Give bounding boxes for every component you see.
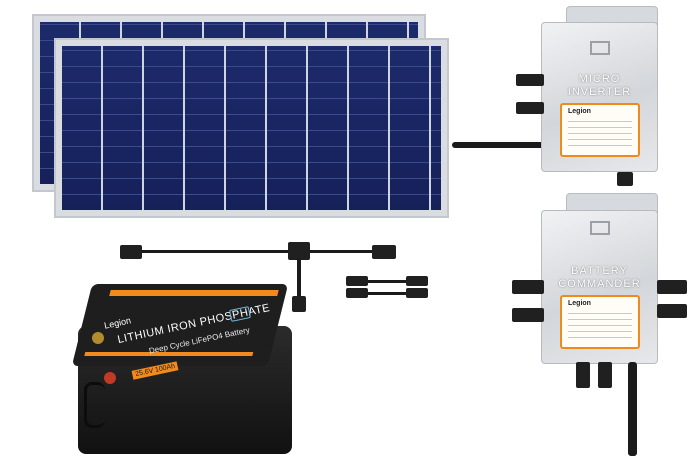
negative-terminal-icon — [104, 372, 116, 384]
t-branch-cable — [128, 250, 394, 253]
vent-icon — [590, 221, 610, 235]
mc4-connector — [346, 288, 368, 298]
battery-accent-band — [109, 290, 279, 296]
device-title-line1: MICRO — [578, 73, 621, 85]
solar-panel-front — [54, 38, 449, 218]
mc4-connector-right — [657, 280, 687, 294]
t-branch-end — [372, 245, 396, 259]
antenna-icon — [628, 362, 637, 456]
battery-port — [576, 362, 590, 388]
mc4-connector-left — [516, 102, 544, 114]
solar-cells — [62, 46, 441, 210]
battery-commander: BATTERY COMMANDER Legion — [541, 210, 658, 364]
mc4-extension-cable — [346, 280, 428, 283]
device-title-line2: INVERTER — [567, 86, 632, 98]
device-title-line1: BATTERY — [571, 265, 628, 277]
label-brand: Legion — [568, 108, 591, 115]
mc4-connector — [406, 276, 428, 286]
positive-terminal-icon — [92, 332, 104, 344]
micro-inverter: MICRO INVERTER Legion — [541, 22, 658, 172]
vent-icon — [590, 41, 610, 55]
antenna-cable — [452, 142, 544, 148]
battery-port — [598, 362, 612, 388]
t-branch-end — [120, 245, 142, 259]
spec-label: Legion — [560, 295, 640, 349]
t-branch-junction — [288, 242, 310, 260]
mc4-connector — [406, 288, 428, 298]
mc4-connector-left — [516, 74, 544, 86]
spec-label: Legion — [560, 103, 640, 157]
battery-handle — [84, 382, 105, 428]
ac-output-port — [617, 172, 633, 186]
mc4-connector — [346, 276, 368, 286]
t-branch-drop-end — [292, 296, 306, 312]
label-brand: Legion — [568, 300, 591, 307]
mc4-connector-left — [512, 280, 544, 294]
device-title-line2: COMMANDER — [558, 278, 641, 290]
battery-accent-band — [84, 352, 254, 356]
t-branch-drop — [297, 258, 301, 302]
mc4-connector-right — [657, 304, 687, 318]
mc4-connector-left — [512, 308, 544, 322]
mc4-extension-cable — [346, 292, 428, 295]
